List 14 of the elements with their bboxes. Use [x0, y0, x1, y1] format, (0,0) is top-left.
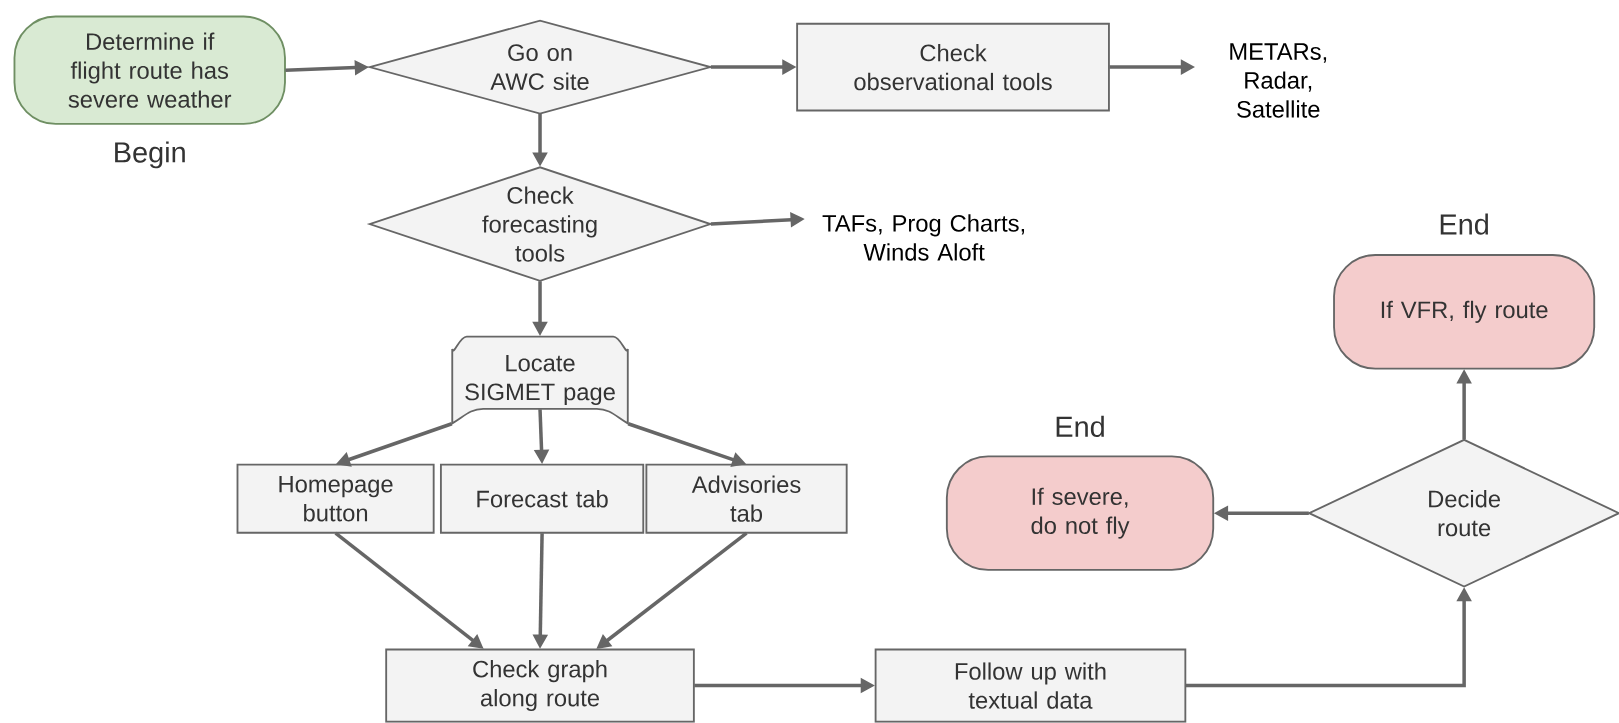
output-text: METARs, Radar, Satellite: [1230, 43, 1327, 118]
process-box: Advisories tab: [645, 463, 848, 534]
start-terminal: Determine if flight route has severe weather: [13, 15, 286, 125]
end-label: Begin: [115, 141, 185, 169]
end-terminal: If severe, do not fly: [945, 455, 1215, 571]
process-box: Homepage button: [236, 463, 435, 534]
process-box: Follow up with textual data: [874, 648, 1187, 723]
process-box: Check graph along route: [385, 648, 695, 723]
output-text: TAFs, Prog Charts, Winds Aloft: [822, 214, 1025, 261]
process-box: Check observational tools: [796, 22, 1110, 112]
end-label: End: [1056, 415, 1104, 438]
end-terminal: If VFR, fly route: [1333, 254, 1596, 370]
process-box: Forecast tab: [440, 463, 645, 534]
end-label: End: [1440, 213, 1488, 235]
